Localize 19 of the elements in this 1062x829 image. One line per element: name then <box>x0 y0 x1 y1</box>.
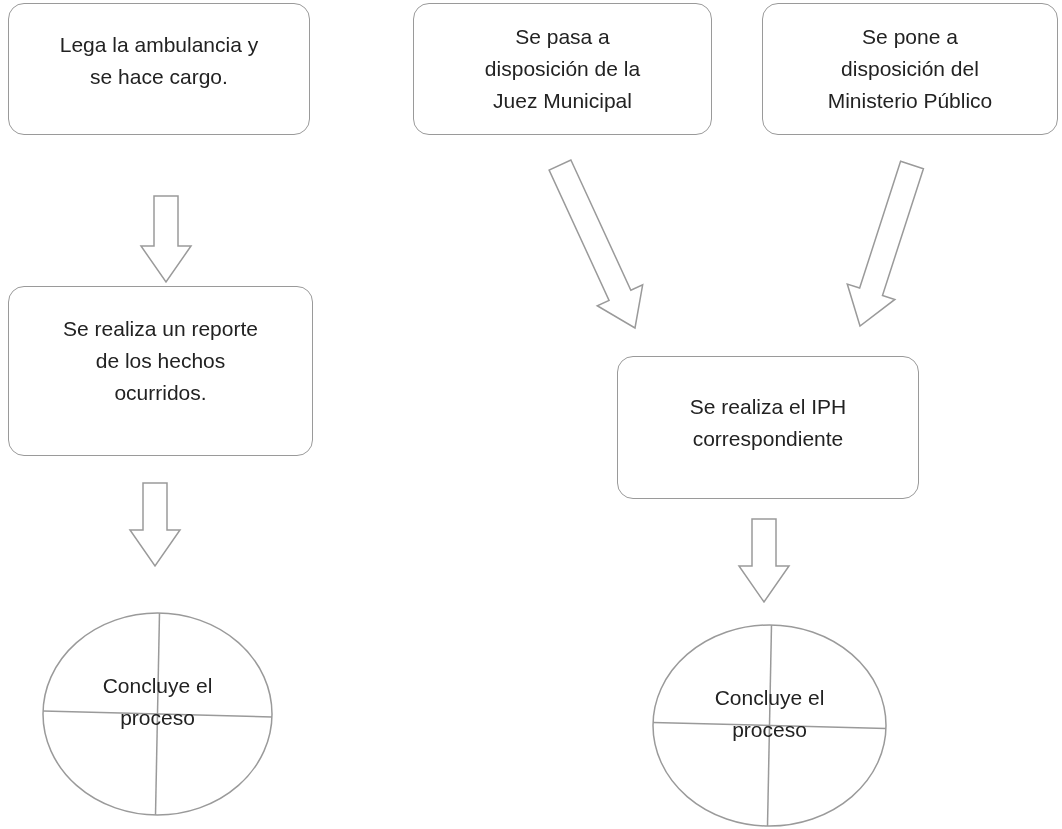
block-arrow <box>737 518 791 604</box>
block-arrow <box>139 195 193 284</box>
process-box <box>617 356 919 499</box>
block-arrow <box>128 482 182 568</box>
node-text: Concluye el proceso <box>102 673 213 731</box>
node-text: Se realiza el IPH correspondiente <box>688 393 848 452</box>
process-box <box>413 3 712 135</box>
end-ellipse <box>42 612 273 816</box>
node-text: Se realiza un reporte de los hechos ocurridos. <box>62 316 259 406</box>
process-box <box>762 3 1058 135</box>
process-box <box>8 286 313 456</box>
node-text: Concluye el proceso <box>714 684 825 743</box>
node-text: Se pone a disposición del Ministerio Público <box>826 24 994 114</box>
end-ellipse <box>652 624 887 827</box>
node-text: Lega la ambulancia y se hace cargo. <box>58 32 260 90</box>
block-arrow <box>846 160 925 328</box>
node-text: Se pasa a disposición de la Juez Municipal <box>483 24 642 114</box>
block-arrow <box>548 159 644 330</box>
process-box <box>8 3 310 135</box>
